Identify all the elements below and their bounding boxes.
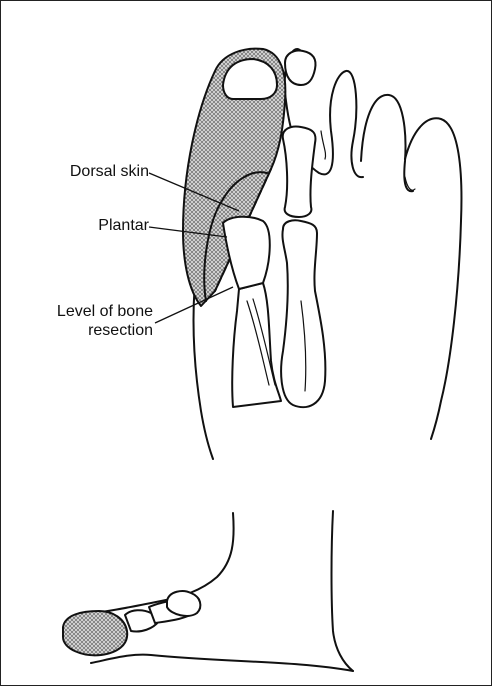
label-level-of-bone: Level of bone — [29, 303, 153, 321]
label-dorsal-skin: Dorsal skin — [49, 163, 149, 181]
label-resection: resection — [29, 322, 153, 340]
foot-side-view — [63, 511, 353, 671]
second-ray-bones — [281, 51, 325, 408]
first-metatarsal — [223, 217, 281, 407]
label-plantar: Plantar — [49, 217, 149, 235]
